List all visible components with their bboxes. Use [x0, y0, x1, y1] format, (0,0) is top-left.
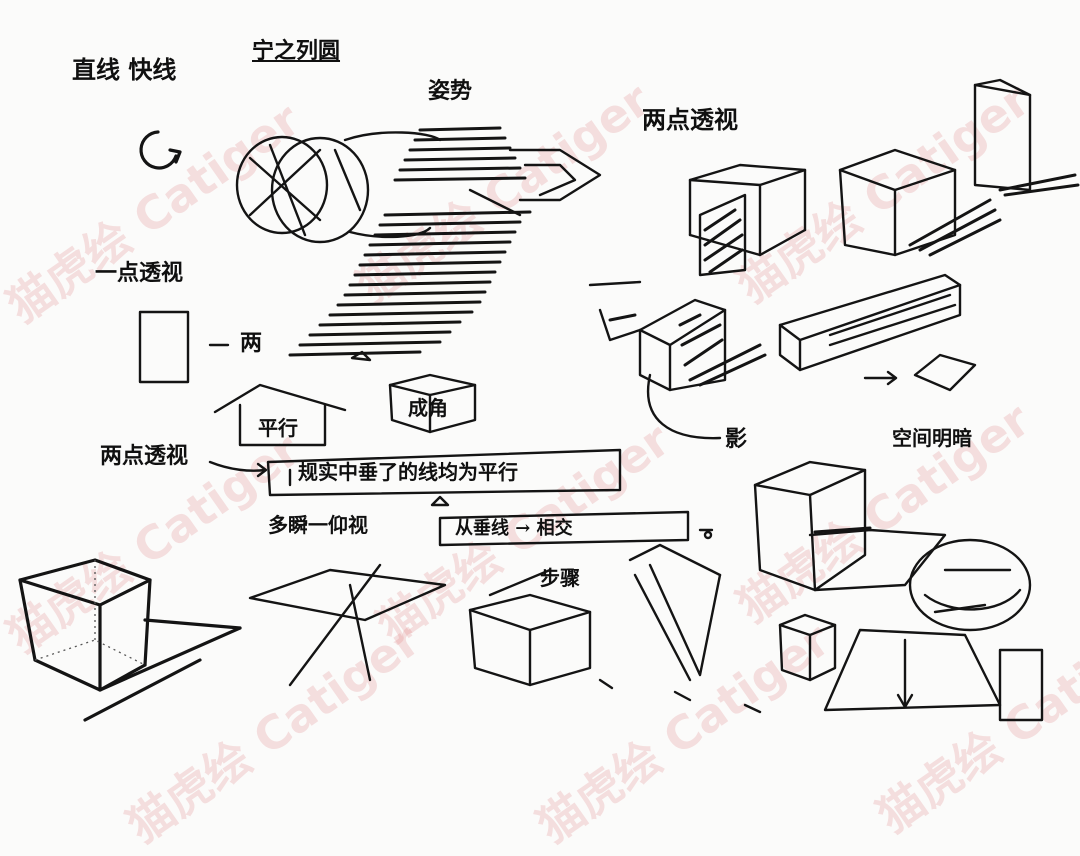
rotation-arrow-icon — [139, 130, 182, 170]
box-hatch — [703, 208, 744, 274]
label-angle: 成角 — [408, 396, 448, 420]
small-triangle-mark — [350, 350, 450, 507]
sketch-sheet: 猫虎绘 Catiger 猫虎绘 Catiger 猫虎绘 Catiger 猫虎绘 … — [0, 38, 1080, 854]
ellipse-practice — [235, 131, 442, 244]
label-straight-fast-line: 直线 快线 — [72, 55, 177, 84]
label-spatial-relation: 空间明暗 — [892, 426, 972, 450]
label-two-point-perspective: 两点透视 — [642, 105, 738, 134]
rectangle-right — [998, 648, 1044, 722]
cube-right-large-edge — [813, 526, 872, 534]
label-two: 两 — [240, 330, 263, 356]
box-step — [468, 568, 592, 687]
label-vertical-to-converge: 从垂线 → 相交 — [455, 518, 573, 539]
dotted-hidden-edge — [34, 560, 146, 666]
box-two-point — [688, 163, 807, 277]
label-vertical-lines-note: 规实中垂了的线均为平行 — [298, 460, 518, 484]
shadow-curve — [647, 373, 722, 440]
plane-sketch — [248, 563, 447, 687]
label-wan-zi: 宁之列圆 — [252, 38, 341, 64]
boxed-note-border — [266, 448, 690, 547]
tall-box-shadow — [908, 173, 1080, 257]
cube-right-large — [753, 460, 947, 592]
arrow-shape — [468, 148, 602, 217]
label-shadow: 影 — [725, 426, 748, 452]
label-two-point-sketch: 两点透视 — [100, 443, 189, 469]
rectangle-one-point — [138, 310, 190, 384]
shadow-hatch — [608, 313, 767, 387]
label-step: 步骤 — [540, 566, 580, 590]
small-parallelogram — [913, 353, 977, 392]
label-posture: 姿势 — [428, 78, 473, 104]
pointing-arrow — [208, 460, 268, 478]
wedge-sketch — [598, 543, 722, 702]
label-three-point-note: 多瞬一仰视 — [268, 513, 368, 537]
label-one-point-perspective: 一点透视 — [95, 260, 184, 286]
small-cube — [778, 613, 837, 682]
tall-box-right — [838, 78, 1032, 257]
long-box — [778, 273, 962, 372]
label-parallel: 平行 — [258, 416, 298, 440]
trapezoid — [823, 628, 1002, 712]
sketch-drawing — [18, 78, 1080, 722]
box-with-shadow — [588, 280, 727, 392]
sphere-sketch — [908, 538, 1032, 632]
box-angle — [388, 373, 477, 434]
small-marks — [698, 528, 762, 714]
arrow-right-icon — [863, 370, 898, 386]
box-three-point — [18, 558, 242, 722]
house-parallel — [213, 383, 347, 447]
hatch-ribbon — [288, 126, 532, 357]
